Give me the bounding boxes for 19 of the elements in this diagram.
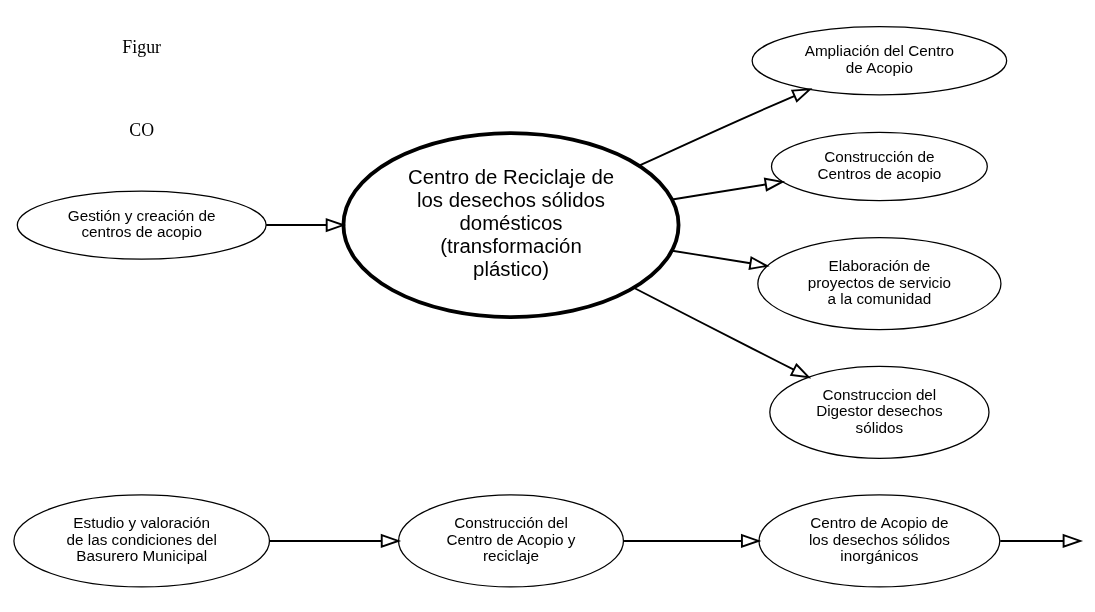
node-ellipse: Centro de Reciclaje de los desechos sólidos domésticos (transformación plástico) xyxy=(341,131,681,320)
label: Figur xyxy=(122,36,162,57)
node-ellipse: Elaboración de proyectos de servicio a la comunidad xyxy=(757,237,1002,331)
node-ellipse: Construcción de Centros de acopio xyxy=(770,131,988,202)
node-ellipse: Construcción del Centro de Acopio y reciclaje xyxy=(397,494,625,588)
arrow xyxy=(671,249,770,271)
arrow xyxy=(671,177,786,201)
node-ellipse: Gestión y creación de centros de acopio xyxy=(16,190,267,260)
node-ellipse: Estudio y valoración de las condiciones del Basurero Municipal xyxy=(13,494,271,588)
arrow xyxy=(638,88,813,167)
node-ellipse: Centro de Acopio de los desechos sólidos inorgánicos xyxy=(758,494,1001,588)
arrow xyxy=(999,533,1084,549)
arrow xyxy=(623,533,762,549)
node-ellipse: Construccion del Digestor desechos sólidos xyxy=(769,365,990,459)
arrow xyxy=(632,286,812,379)
label: CO xyxy=(129,119,155,140)
arrow xyxy=(268,533,402,549)
arrow xyxy=(265,217,347,233)
node-ellipse: Ampliación del Centro de Acopio xyxy=(751,26,1008,96)
